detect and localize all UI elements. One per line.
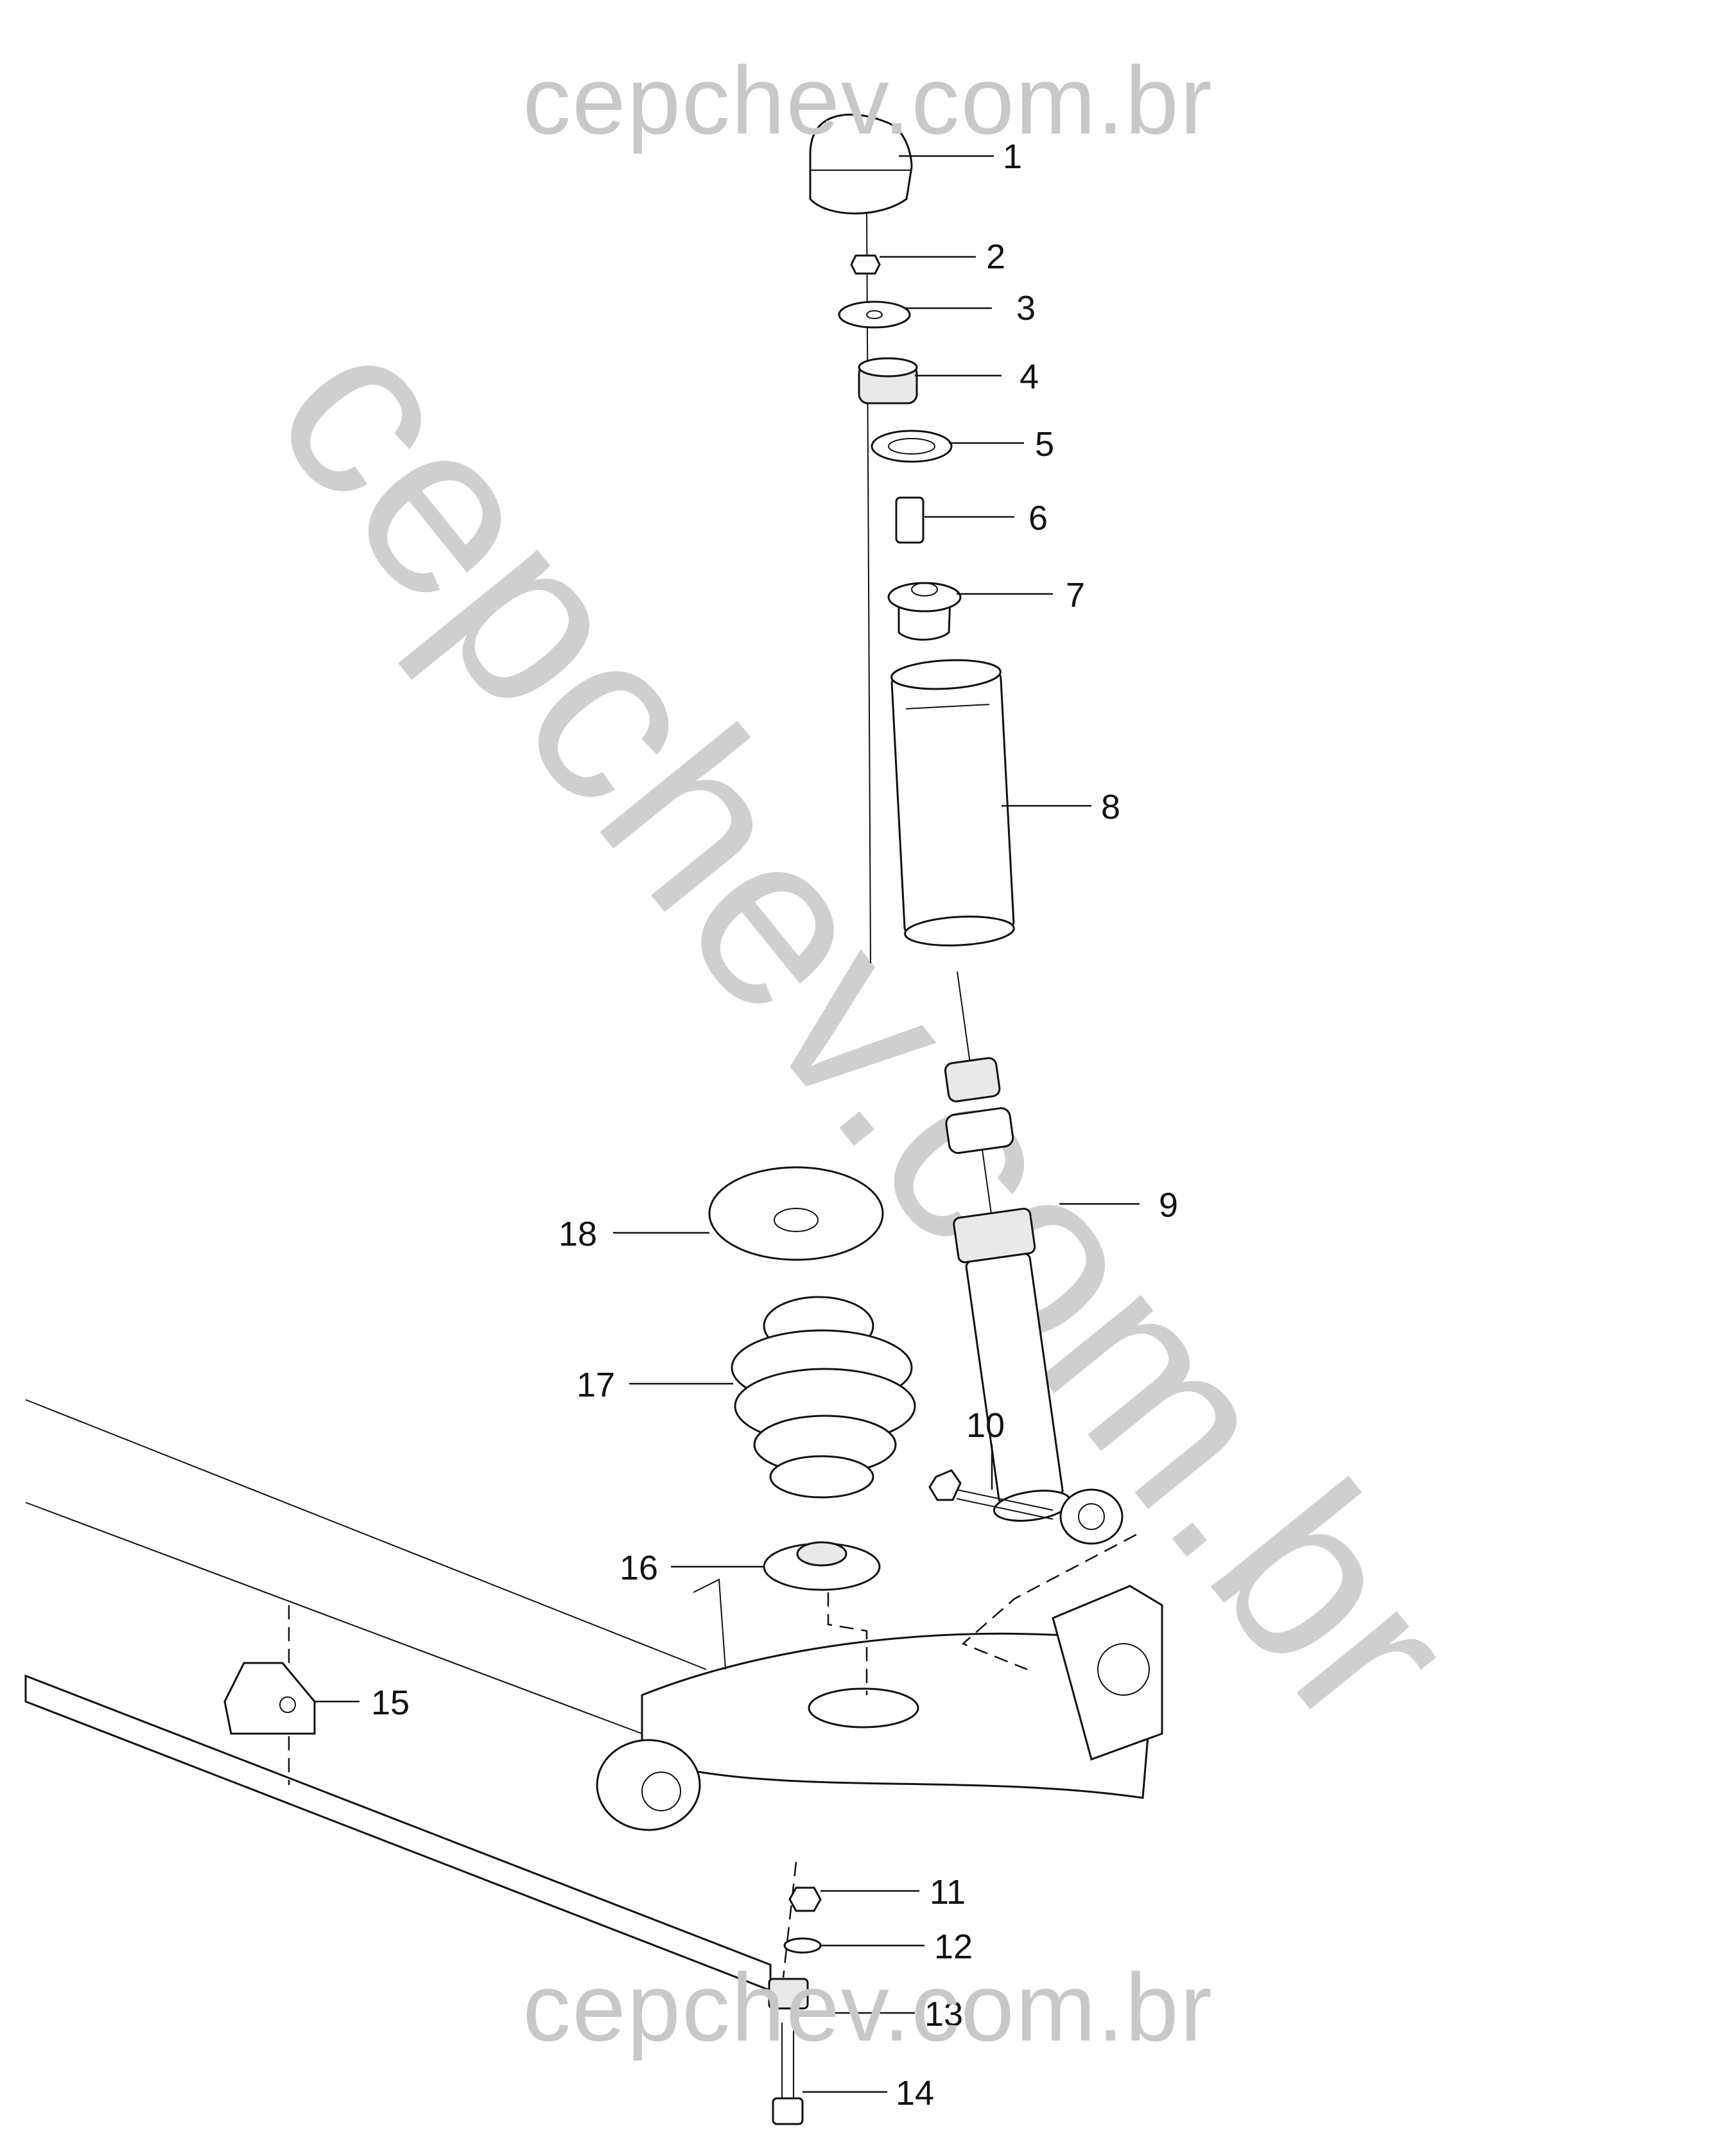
part-5-plate xyxy=(871,430,953,463)
callout-18: 18 xyxy=(559,1215,597,1253)
callout-2: 2 xyxy=(986,238,1005,276)
part-14-bolt xyxy=(772,2023,804,2125)
callout-8: 8 xyxy=(1101,788,1120,826)
callout-9: 9 xyxy=(1159,1186,1178,1224)
part-13-link xyxy=(768,1978,809,2010)
callout-5: 5 xyxy=(1035,425,1054,464)
part-2-nut xyxy=(850,254,881,275)
part-4-bushing xyxy=(858,357,918,405)
callout-12: 12 xyxy=(934,1928,973,1966)
callout-14: 14 xyxy=(896,2074,934,2112)
rear-axle-assembly xyxy=(24,1399,1163,1992)
callout-10: 10 xyxy=(966,1406,1005,1445)
part-15-stabilizer-bushing xyxy=(223,1662,316,1735)
wheel-mount-plate xyxy=(1052,1585,1163,1761)
callout-4: 4 xyxy=(1020,358,1039,396)
part-8-dust-boot xyxy=(890,659,1015,946)
callout-17: 17 xyxy=(577,1366,615,1404)
callout-7: 7 xyxy=(1066,576,1085,614)
part-16-spring-seat xyxy=(763,1541,881,1591)
part-12-washer xyxy=(783,1937,822,1954)
callout-1: 1 xyxy=(1003,137,1022,176)
spring-seat-on-axle xyxy=(808,1687,919,1728)
leader-lines xyxy=(315,155,1140,2093)
callout-15: 15 xyxy=(371,1684,410,1722)
callout-11: 11 xyxy=(930,1873,966,1911)
part-1-cap xyxy=(809,114,913,214)
part-18-spring-insulator xyxy=(708,1166,884,1261)
part-10-bolt xyxy=(928,1469,1124,1545)
part-9-shock-absorber xyxy=(944,971,1072,1522)
axle-bushing xyxy=(596,1739,701,1831)
callout-16: 16 xyxy=(620,1549,658,1587)
callout-6: 6 xyxy=(1029,499,1048,537)
part-3-washer xyxy=(838,300,911,329)
part-17-coil-spring xyxy=(731,1296,916,1499)
part-6-sleeve xyxy=(895,496,924,544)
callout-13: 13 xyxy=(924,1995,963,2033)
callout-3: 3 xyxy=(1016,289,1036,327)
part-11-nut xyxy=(788,1886,822,1912)
part-7-mount xyxy=(887,582,962,641)
